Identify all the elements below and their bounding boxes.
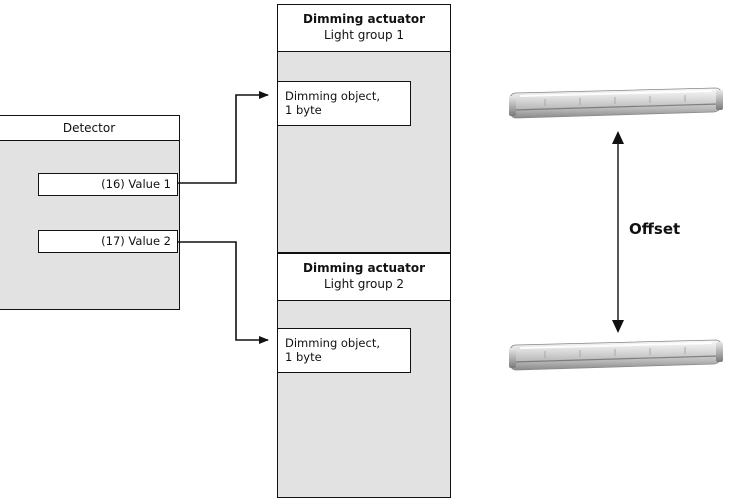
actuator-title: Dimming actuator	[303, 261, 425, 275]
detector-title: Detector	[0, 115, 180, 141]
connector-value-1	[178, 91, 269, 184]
actuator-header-1: Dimming actuator Light group 1	[277, 4, 451, 52]
offset-arrow-head-up	[612, 131, 624, 144]
detector-title-text: Detector	[62, 121, 116, 135]
output-label: (16) Value 1	[101, 177, 171, 191]
dimming-object-line1: Dimming object,	[285, 89, 380, 103]
offset-label: Offset	[629, 220, 681, 238]
dimming-object-line2: 1 byte	[285, 350, 322, 364]
detector-output-value-2: (17) Value 2	[38, 230, 178, 253]
output-label: (17) Value 2	[101, 234, 171, 248]
actuator-header-2: Dimming actuator Light group 2	[277, 253, 451, 301]
dimming-object-1: Dimming object, 1 byte	[277, 81, 411, 126]
dimming-object-line1: Dimming object,	[285, 336, 380, 350]
connector-value-2	[178, 241, 269, 344]
actuator-title: Dimming actuator	[303, 12, 425, 26]
actuator-subtitle: Light group 2	[323, 277, 405, 291]
dimming-object-line2: 1 byte	[285, 103, 322, 117]
detector-output-value-1: (16) Value 1	[38, 173, 178, 196]
detector-panel	[0, 115, 180, 310]
actuator-subtitle: Light group 1	[323, 28, 405, 42]
luminaire-icon	[509, 87, 723, 119]
luminaire-icon	[509, 339, 723, 371]
dimming-object-2: Dimming object, 1 byte	[277, 328, 411, 373]
offset-arrow-head-down	[612, 320, 624, 333]
